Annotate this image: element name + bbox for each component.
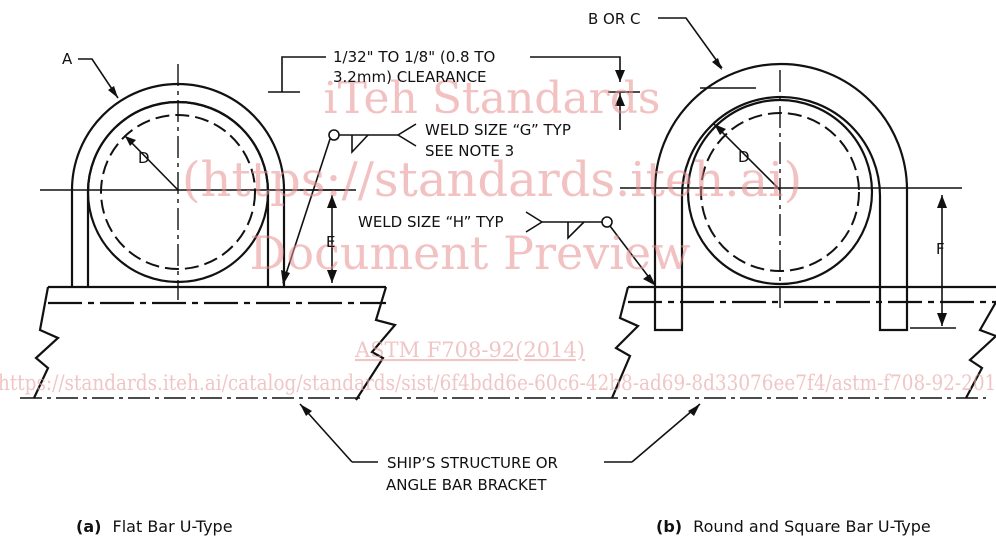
dimension-e-arrow-bottom — [327, 270, 337, 283]
structure-break-right-b — [965, 301, 996, 399]
watermark-standard-id[interactable]: ASTM F708-92(2014) — [354, 338, 585, 362]
figure-a-flat-bar-u-type — [20, 56, 640, 463]
dimension-d-leader-a — [124, 135, 179, 191]
caption-a-tag: (a) — [76, 517, 101, 536]
weld-h-tail — [525, 211, 543, 233]
dimension-d-arrow-a — [125, 136, 136, 146]
labels: A B OR C D D E F 1/32" TO 1/8" (0.8 TO 3… — [62, 10, 945, 494]
label-b-or-c: B OR C — [588, 10, 641, 28]
watermark-line1: iTeh Standards — [324, 73, 661, 124]
label-d-left: D — [138, 149, 150, 167]
label-d-right: D — [738, 148, 750, 166]
dimension-e-arrow-top — [327, 195, 337, 208]
watermark: iTeh Standards (https://standards.iteh.a… — [0, 73, 996, 395]
captions: (a) Flat Bar U-Type (b) Round and Square… — [76, 517, 931, 536]
clearance-leader — [281, 56, 326, 92]
label-b-or-c-leader — [658, 17, 723, 69]
label-a-arrow — [108, 86, 118, 98]
structure-line1: SHIP’S STRUCTURE OR — [387, 454, 558, 472]
structure-arrow-a — [300, 404, 312, 416]
dimension-f-arrow-top — [937, 195, 947, 208]
structure-break-right-a — [355, 286, 397, 401]
dimension-d-leader-b — [713, 123, 781, 191]
label-a-leader — [78, 58, 119, 99]
weld-g-arrowhead — [281, 270, 290, 285]
structure-break-left-a — [33, 286, 60, 399]
dimension-d-arrow-b — [714, 124, 726, 135]
weld-g-line1: WELD SIZE “G” TYP — [425, 121, 571, 139]
caption-b-text: Round and Square Bar U-Type — [693, 517, 931, 536]
structure-arrow-b — [688, 404, 700, 416]
structure-leader-b — [631, 403, 701, 463]
caption-b-tag: (b) — [656, 517, 682, 536]
weld-h-label: WELD SIZE “H” TYP — [358, 213, 504, 231]
watermark-line3: Document Preview — [250, 226, 691, 280]
caption-b: (b) Round and Square Bar U-Type — [656, 517, 931, 536]
label-a: A — [62, 50, 73, 68]
dimension-f-arrow-bottom — [937, 313, 947, 326]
weld-g-line2: SEE NOTE 3 — [425, 142, 514, 160]
caption-a-text: Flat Bar U-Type — [113, 517, 233, 536]
caption-a: (a) Flat Bar U-Type — [76, 517, 233, 536]
weld-h-arrow-line — [609, 225, 655, 285]
label-f: F — [936, 240, 945, 258]
structure-break-left-b — [610, 286, 640, 399]
weld-g-symbol — [351, 134, 369, 155]
weld-g-all-around-circle — [328, 129, 340, 141]
weld-g-arrow-line — [282, 138, 331, 284]
watermark-line2: (https://standards.iteh.ai) — [182, 152, 802, 208]
weld-h-arrowhead — [643, 274, 656, 286]
clearance-arrow-up — [615, 94, 625, 106]
weld-g-tail — [397, 123, 417, 147]
round-bar-u-outer — [653, 62, 909, 332]
label-e: E — [326, 233, 335, 251]
structure-line2: ANGLE BAR BRACKET — [386, 476, 547, 494]
weld-h-symbol — [567, 221, 585, 240]
watermark-url[interactable]: https://standards.iteh.ai/catalog/standa… — [0, 371, 996, 395]
figure-b-round-square-bar-u-type — [352, 17, 996, 463]
clearance-line1: 1/32" TO 1/8" (0.8 TO — [333, 48, 495, 66]
clearance-arrow-right — [615, 70, 625, 82]
label-b-or-c-arrow — [712, 58, 722, 70]
clearance-line2: 3.2mm) CLEARANCE — [333, 68, 487, 86]
